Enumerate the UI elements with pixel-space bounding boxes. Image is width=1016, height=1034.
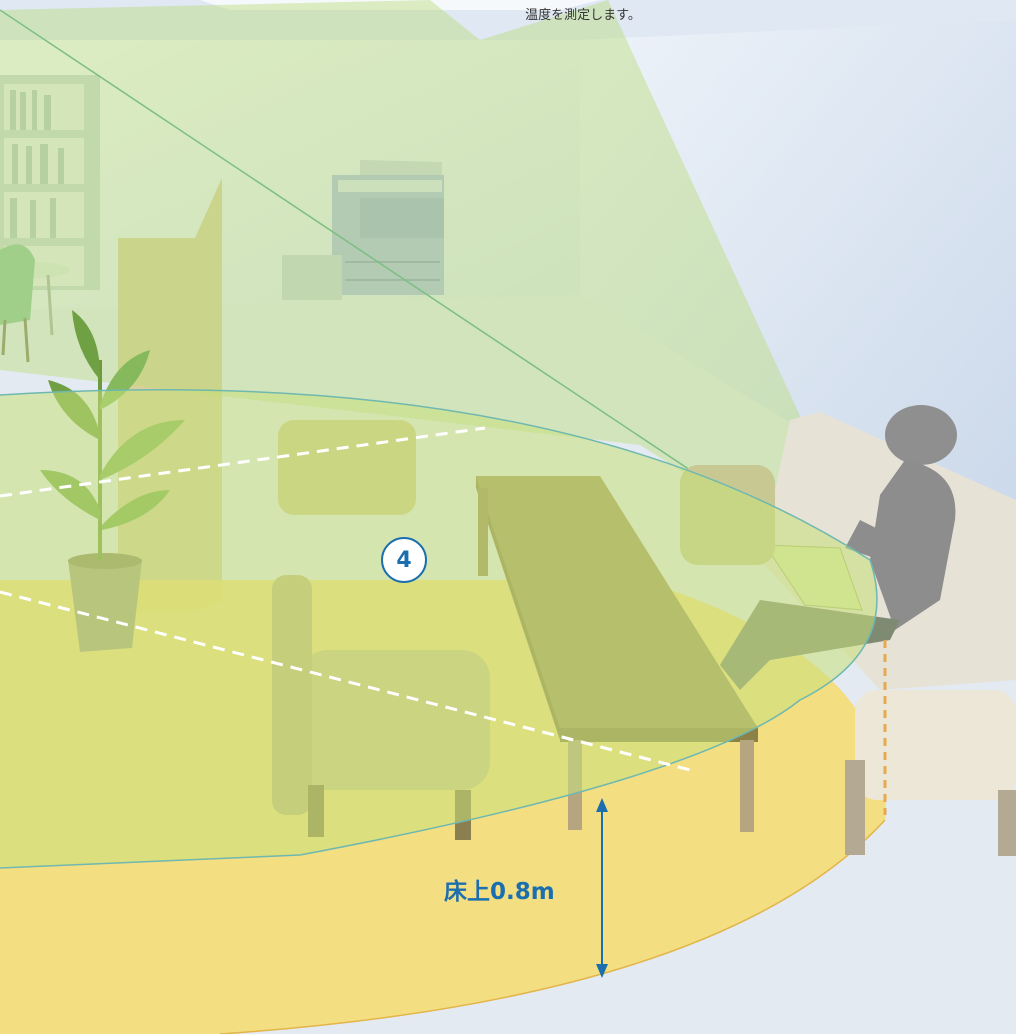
height-label: 床上0.8m <box>444 872 555 906</box>
caption-text: 温度を測定します。 <box>0 4 1016 23</box>
zone-number-badge: 4 <box>381 537 427 583</box>
